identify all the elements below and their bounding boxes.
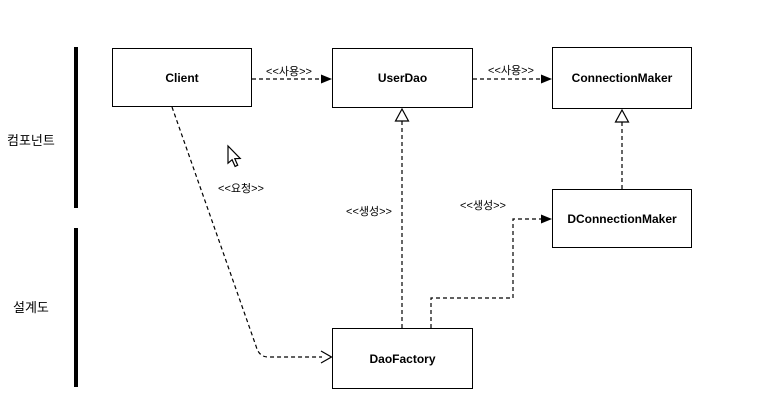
class-box-client-label: Client [165, 70, 199, 85]
class-box-userdao-label: UserDao [377, 71, 428, 85]
class-box-dconnectionmaker[interactable]: DConnectionMaker [552, 189, 692, 248]
edge-label-create-daofactory-userdao: <<생성>> [346, 206, 392, 218]
class-box-daofactory-label: DaoFactory [369, 351, 436, 366]
class-box-client[interactable]: Client [112, 48, 252, 107]
class-box-dconnectionmaker-label: DConnectionMaker [567, 211, 677, 226]
edge-userdao-uses-connectionmaker [473, 74, 552, 84]
edge-daofactory-creates-dconnectionmaker [430, 214, 552, 328]
mouse-cursor-icon [227, 144, 242, 168]
blueprint-section-label: 설계도 [13, 300, 49, 315]
blueprint-section-bar [74, 228, 78, 387]
edge-label-use-client-userdao: <<사용>> [266, 66, 312, 78]
components-section-label: 컴포넌트 [7, 133, 55, 148]
edge-daofactory-creates-userdao [394, 107, 410, 328]
edge-client-uses-userdao [252, 74, 332, 84]
edge-label-create-daofactory-dconnectionmaker: <<생성>> [460, 200, 506, 212]
edge-label-request-client-daofactory: <<요청>> [218, 183, 264, 195]
components-section-bar [74, 47, 78, 208]
edge-client-requests-daofactory [171, 106, 333, 364]
edge-label-use-userdao-connectionmaker: <<사용>> [488, 65, 534, 77]
class-box-connectionmaker-label: ConnectionMaker [571, 71, 673, 85]
edge-dconnectionmaker-implements-connectionmaker [614, 108, 630, 189]
class-box-connectionmaker[interactable]: ConnectionMaker [552, 47, 692, 109]
class-box-userdao[interactable]: UserDao [332, 48, 473, 108]
class-box-daofactory[interactable]: DaoFactory [332, 328, 473, 389]
